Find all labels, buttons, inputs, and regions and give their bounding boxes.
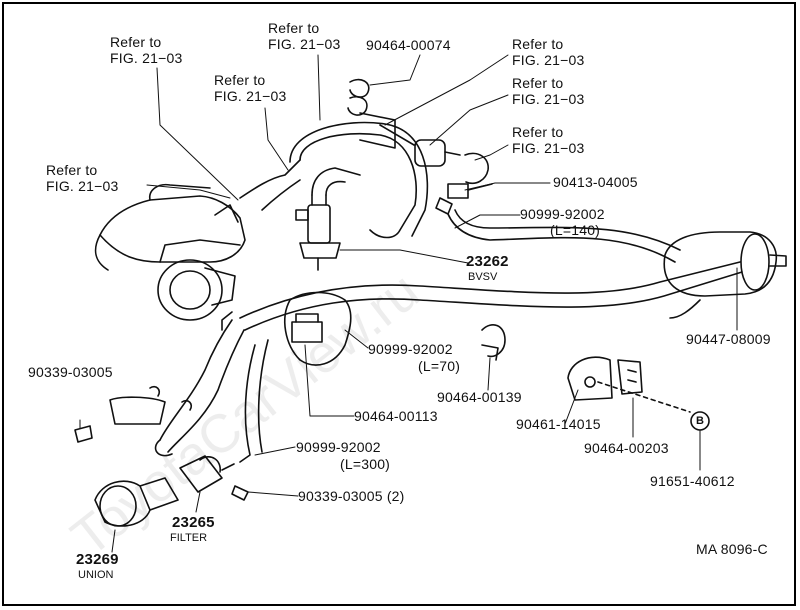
refer-label-2: Refer to FIG. 21−03: [268, 20, 340, 52]
part-23262-name: BVSV: [468, 271, 498, 283]
refer-label-2-line1: Refer to: [268, 20, 320, 36]
part-23265-name: FILTER: [170, 532, 208, 544]
part-90999-92002-c-length: (L=300): [340, 456, 391, 472]
plug-90339-03005: [74, 385, 193, 443]
refer-label-7-line1: Refer to: [512, 124, 564, 140]
part-90464-00139: 90464-00139: [437, 389, 522, 405]
main-hoses: [239, 209, 743, 331]
refer-label-4-line2: FIG. 21−03: [46, 178, 119, 194]
part-90999-92002-a-length: (L=140): [550, 222, 601, 238]
clamp-90464-00074: [347, 78, 370, 116]
refer-label-3: Refer to FIG. 21−03: [214, 72, 286, 104]
refer-label-5-line2: FIG. 21−03: [512, 52, 585, 68]
refer-label-5-line1: Refer to: [512, 36, 564, 52]
inline-filter-upper: [359, 112, 461, 167]
bvsv-valve-drawing: [295, 194, 341, 271]
refer-label-7: Refer to FIG. 21−03: [512, 124, 584, 156]
part-23265: 23265: [172, 514, 215, 531]
refer-label-1-line2: FIG. 21−03: [110, 50, 183, 66]
throttle-body-drawing: [94, 183, 246, 321]
part-90464-00113: 90464-00113: [354, 408, 438, 424]
part-90999-92002-b: 90999-92002: [368, 341, 453, 357]
refer-label-1-line1: Refer to: [110, 34, 162, 50]
part-90413-04005: 90413-04005: [553, 174, 638, 190]
lower-assembly: [154, 291, 352, 463]
drawing-code: MA 8096-C: [696, 541, 768, 557]
refer-label-6-line1: Refer to: [512, 75, 564, 91]
part-90447-08009: 90447-08009: [686, 331, 771, 347]
leader-lines: [79, 54, 738, 553]
refer-label-5: Refer to FIG. 21−03: [512, 36, 584, 68]
part-90999-92002-a: 90999-92002: [520, 206, 605, 222]
callout-b-letter: B: [696, 415, 704, 427]
part-23269: 23269: [76, 551, 119, 568]
refer-label-7-line2: FIG. 21−03: [512, 140, 585, 156]
part-23262: 23262: [466, 253, 509, 270]
refer-label-6: Refer to FIG. 21−03: [512, 75, 584, 107]
part-90464-00074: 90464-00074: [366, 37, 451, 53]
charcoal-canister-drawing: [663, 231, 787, 319]
refer-label-2-line2: FIG. 21−03: [268, 36, 341, 52]
bracket-90461-14015: [567, 356, 691, 413]
refer-label-3-line1: Refer to: [214, 72, 266, 88]
refer-label-1: Refer to FIG. 21−03: [110, 34, 182, 66]
refer-label-4: Refer to FIG. 21−03: [46, 162, 118, 194]
clamp-90464-00139: [481, 324, 506, 361]
filter-23265-drawing: [179, 455, 249, 501]
part-91651-40612: 91651-40612: [650, 473, 735, 489]
refer-label-4-line1: Refer to: [46, 162, 98, 178]
upper-hoses: [239, 121, 429, 239]
part-90999-92002-c: 90999-92002: [296, 439, 381, 455]
union-23269-drawing: [94, 477, 179, 527]
refer-label-6-line2: FIG. 21−03: [512, 91, 585, 107]
part-90461-14015: 90461-14015: [516, 416, 601, 432]
part-90999-92002-b-length: (L=70): [418, 358, 461, 374]
part-23269-name: UNION: [78, 569, 114, 581]
part-90464-00203: 90464-00203: [584, 440, 669, 456]
part-90339-03005-2: 90339-03005 (2): [298, 488, 405, 504]
part-90339-03005: 90339-03005: [28, 364, 113, 380]
refer-label-3-line2: FIG. 21−03: [214, 88, 287, 104]
